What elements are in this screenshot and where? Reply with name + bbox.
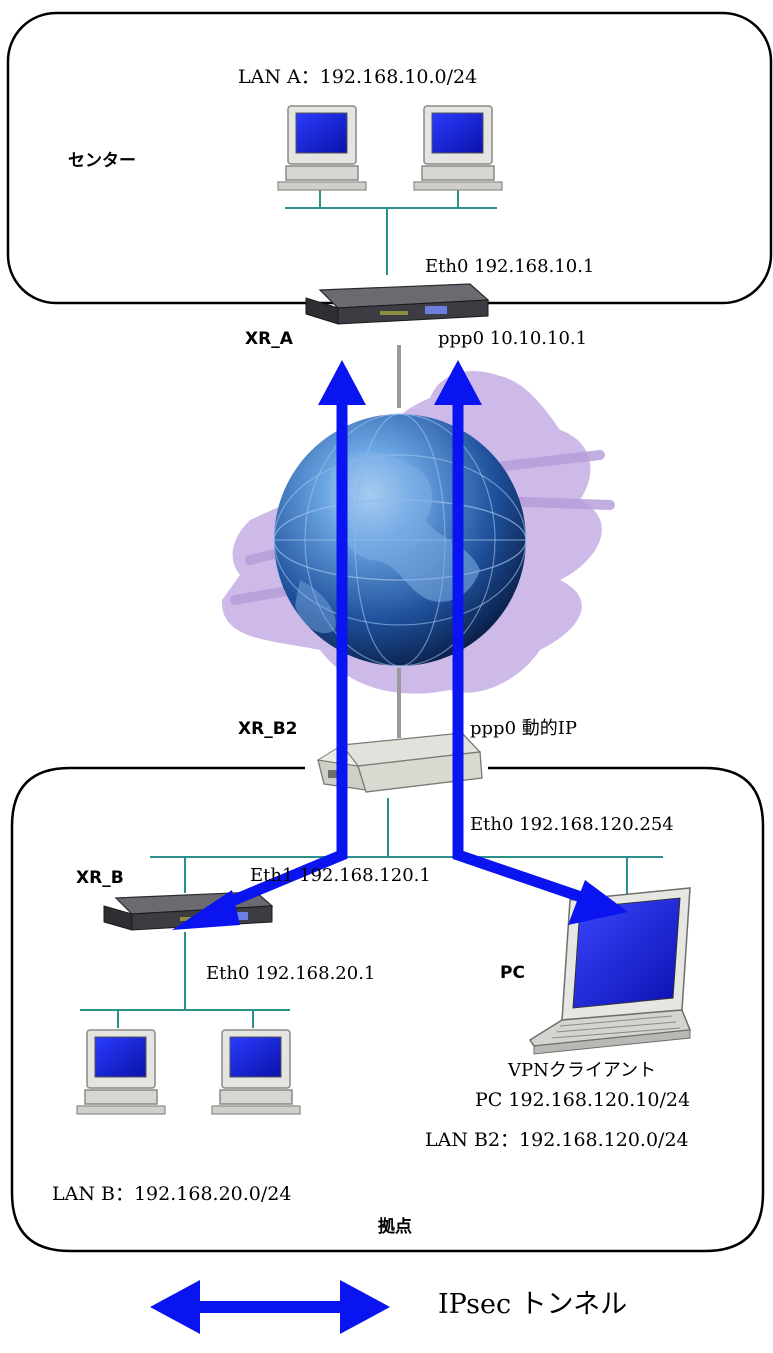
globe-icon — [273, 413, 527, 667]
branch-site-boundary — [10, 766, 765, 1253]
vpn-client-label: VPNクライアント — [508, 1060, 657, 1081]
center-site-label: センター — [68, 151, 136, 171]
lan-a-label: LAN A：192.168.10.0/24 — [238, 66, 478, 88]
xr-b-eth1-label: Eth1 192.168.120.1 — [250, 865, 431, 886]
xr-b2-name-label: XR_B2 — [238, 719, 298, 739]
router-xr-b2-icon — [316, 732, 483, 793]
ipsec-tunnel-xr-a-to-pc — [434, 360, 628, 925]
xr-a-ppp0-label: ppp0 10.10.10.1 — [438, 328, 588, 349]
lan-b-label: LAN B：192.168.20.0/24 — [52, 1183, 292, 1205]
laptop-pc-icon — [528, 887, 692, 1055]
ipsec-legend-arrow-icon — [150, 1280, 390, 1334]
xr-b-name-label: XR_B — [76, 868, 124, 888]
pc-name-label: PC — [500, 963, 525, 983]
xr-a-name-label: XR_A — [245, 329, 293, 349]
branch-site-label: 拠点 — [378, 1217, 412, 1237]
lan-b-pc-1-icon — [76, 1029, 166, 1115]
xr-a-eth0-label: Eth0 192.168.10.1 — [425, 256, 595, 277]
xr-b-eth0-label: Eth0 192.168.20.1 — [206, 963, 376, 984]
xr-b2-eth0-label: Eth0 192.168.120.254 — [470, 814, 674, 835]
pc-ip-label: PC 192.168.120.10/24 — [475, 1089, 691, 1111]
xr-b2-ppp0-label: ppp0 動的IP — [470, 718, 577, 739]
lan-b2-label: LAN B2：192.168.120.0/24 — [425, 1129, 689, 1151]
lan-a-pc-2-icon — [413, 105, 503, 191]
lan-a-pc-1-icon — [277, 105, 367, 191]
ipsec-tunnel-xr-a-to-xr-b — [172, 360, 366, 930]
router-xr-a-icon — [305, 283, 490, 325]
ipsec-legend-label: IPsec トンネル — [438, 1289, 628, 1320]
lan-b-pc-2-icon — [211, 1029, 301, 1115]
